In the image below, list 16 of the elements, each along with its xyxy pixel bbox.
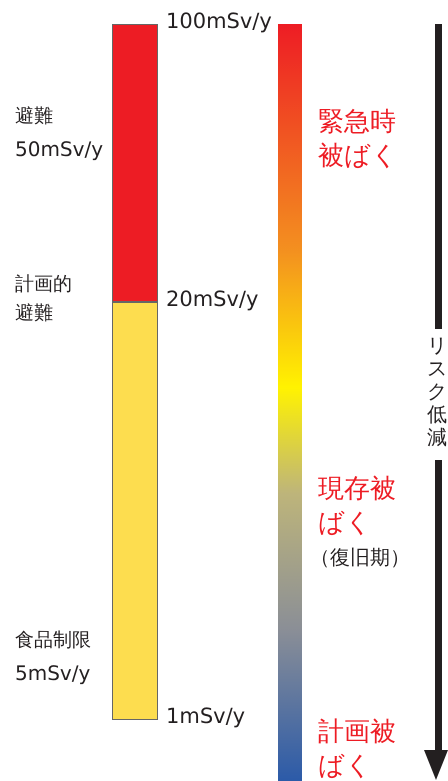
dose-value: 5mSv/y — [15, 660, 90, 686]
exposure-label: 緊急時被ばく — [318, 106, 399, 173]
measure-label: 避難 — [15, 104, 53, 129]
measure-label: 計画的避難 — [15, 272, 73, 326]
dose-value: 20mSv/y — [166, 286, 258, 313]
exposure-label: 現存被ばく — [318, 473, 397, 540]
measure-label: 食品制限 — [15, 628, 91, 653]
dose-value: 50mSv/y — [15, 136, 104, 162]
period-label: （復旧期） — [310, 544, 410, 570]
dose-value: 100mSv/y — [166, 8, 272, 35]
dose-bar — [112, 24, 158, 302]
dose-bar — [112, 302, 158, 720]
dose-value: 1mSv/y — [166, 703, 246, 730]
gradient-bar — [278, 24, 302, 781]
direction-label: リスク低減 — [427, 334, 447, 449]
exposure-label: 計画被ばく — [318, 716, 397, 781]
